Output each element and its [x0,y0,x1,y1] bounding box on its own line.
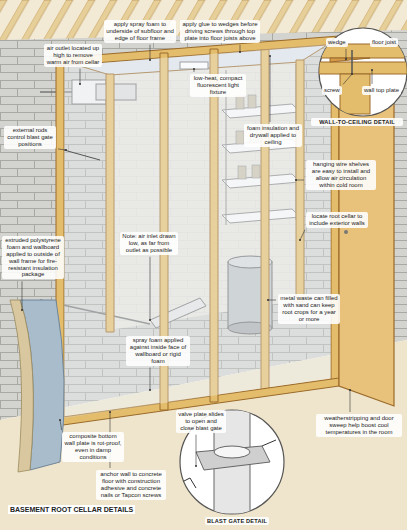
callout-label: external rods control blast gate positio… [4,126,56,149]
leader-line [194,69,195,72]
callout-label: air outlet located up high to remove war… [44,44,102,67]
leader-dot [149,389,151,391]
figure-title: BASEMENT ROOT CELLAR DETAILS [8,505,135,514]
callout-label: foam insulation and drywall applied to c… [244,124,302,147]
callout-label: screw [322,86,342,95]
leader-line [196,435,197,466]
illustration-line [64,150,100,160]
leader-line [80,69,81,84]
leader-line [350,390,351,412]
callout-label: anchor wall to concrete floor with const… [96,470,166,500]
leader-line [150,257,151,320]
leader-line [372,70,373,84]
leader-line [240,45,241,52]
leader-dot [371,69,373,71]
leader-line [296,180,304,181]
illustration-g [319,44,407,114]
callout-label: floor joist [370,38,398,47]
detail-heading: WALL-TO-CEILING DETAIL [311,118,403,126]
callout-label: extruded polystyrene foam and wallboard … [2,236,64,279]
leader-dot [351,73,353,75]
callout-label: apply glue to wedges before driving scre… [180,20,260,43]
illustration-path [178,478,196,488]
leader-line [346,49,347,59]
leader-line [343,74,352,84]
leader-dot [345,58,347,60]
leader-dot [21,309,23,311]
leader-line [150,368,151,390]
callout-label: metal waste can filled with sand can kee… [278,294,340,324]
callout-label: apply spray foam to underside of subfloo… [104,20,176,43]
callout-label: weatherstripping and door sweep help boo… [316,414,402,437]
illustration-path [262,440,276,446]
leader-line [58,149,66,150]
callout-label: spray foam applied against inside face o… [126,336,190,366]
leader-line [270,56,271,122]
illustration-g [56,36,339,426]
illustration-path [10,300,33,472]
leader-dot [109,411,111,413]
illustration-ellipse [214,446,250,458]
leader-line [300,230,305,240]
leader-dot [267,299,269,301]
callout-label: locate root cellar to include exterior w… [306,212,368,228]
leader-dot [295,179,297,181]
illustration-polygon [196,446,270,470]
illustration-line [351,50,353,74]
leader-line [60,420,62,430]
callout-label: wall top plate [362,86,401,95]
detail-heading: BLAST GATE DETAIL [205,517,269,525]
leader-dot [193,68,195,70]
illustration-circle [319,28,407,116]
illustration-circle [344,230,348,234]
leader-dot [269,55,271,57]
callout-label: low-heat, compact fluorescent light fixt… [190,74,246,97]
leader-dot [65,149,67,151]
leader-line [150,45,151,60]
leader-dot [299,239,301,241]
leader-dot [149,59,151,61]
callout-label: valve plate slides to open and close bla… [176,410,226,433]
illustration-polygon [64,44,331,418]
callout-label: Note: air inlet drawn low, as far from o… [120,232,178,255]
leader-dot [195,465,197,467]
leader-line [268,300,276,301]
illustration-polygon [330,58,370,62]
leader-dot [349,389,351,391]
leader-dot [59,419,61,421]
callout-label: wedge [326,38,348,47]
illustration-rect [319,62,407,74]
callout-label: composite bottom wall plate is rot-proof… [62,432,124,462]
leader-dot [149,319,151,321]
leader-dot [79,83,81,85]
leader-dot [239,51,241,53]
leader-line [22,281,23,310]
callout-label: hanging wire shelves are easy to install… [306,160,376,190]
